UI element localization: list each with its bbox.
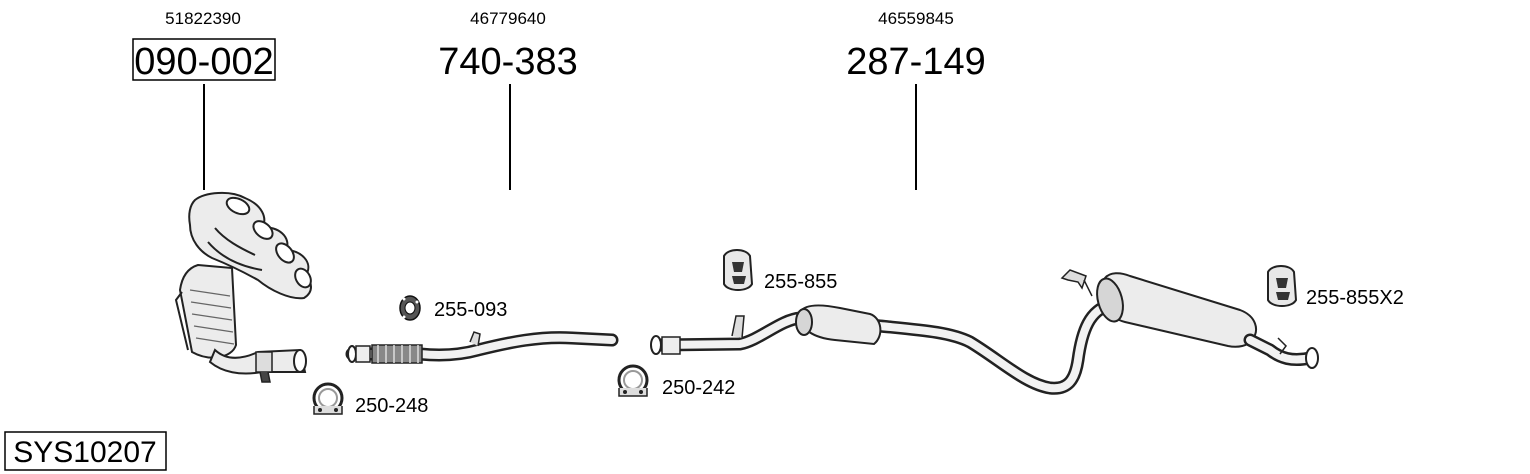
gasket-icon xyxy=(399,295,421,321)
rubber-hanger-icon xyxy=(1267,265,1298,307)
part-group-740-383: 46779640 740-383 xyxy=(345,9,619,364)
system-code: SYS10207 xyxy=(4,431,167,471)
accessory-number-label[interactable]: 255-093 xyxy=(434,299,507,321)
accessory-number-label[interactable]: 250-242 xyxy=(662,377,735,399)
rubber-hanger-icon xyxy=(723,249,754,291)
accessory-number-label[interactable]: 255-855X2 xyxy=(1306,287,1404,309)
system-code-box xyxy=(4,431,167,471)
front-pipe-drawing xyxy=(345,331,619,364)
part-group-090-002: 51822390 090-002 xyxy=(132,9,312,383)
part-number-label[interactable]: 740-383 xyxy=(438,41,577,83)
oem-number-label: 46559845 xyxy=(878,9,954,28)
silencer-assembly-drawing xyxy=(650,269,1319,395)
accessory-250-242: 250-242 xyxy=(617,364,735,399)
accessory-number-label[interactable]: 250-248 xyxy=(355,395,428,417)
oem-number-label: 46779640 xyxy=(470,9,546,28)
accessory-250-248: 250-248 xyxy=(312,382,428,417)
part-group-287-149: 46559845 287-149 xyxy=(650,9,1319,395)
system-code-label: SYS10207 xyxy=(13,436,156,469)
part-number-box xyxy=(132,38,276,81)
part-number-label[interactable]: 287-149 xyxy=(846,41,985,83)
clamp-icon xyxy=(312,382,344,415)
part-number-label[interactable]: 090-002 xyxy=(134,41,273,83)
accessory-255-855: 255-855 xyxy=(723,249,837,293)
accessory-255-093: 255-093 xyxy=(399,295,507,321)
accessory-number-label[interactable]: 255-855 xyxy=(764,271,837,293)
manifold-catalytic-converter-drawing xyxy=(174,192,312,383)
clamp-icon xyxy=(617,364,649,397)
accessory-255-855X2: 255-855X2 xyxy=(1267,265,1404,309)
oem-number-label: 51822390 xyxy=(165,9,241,28)
